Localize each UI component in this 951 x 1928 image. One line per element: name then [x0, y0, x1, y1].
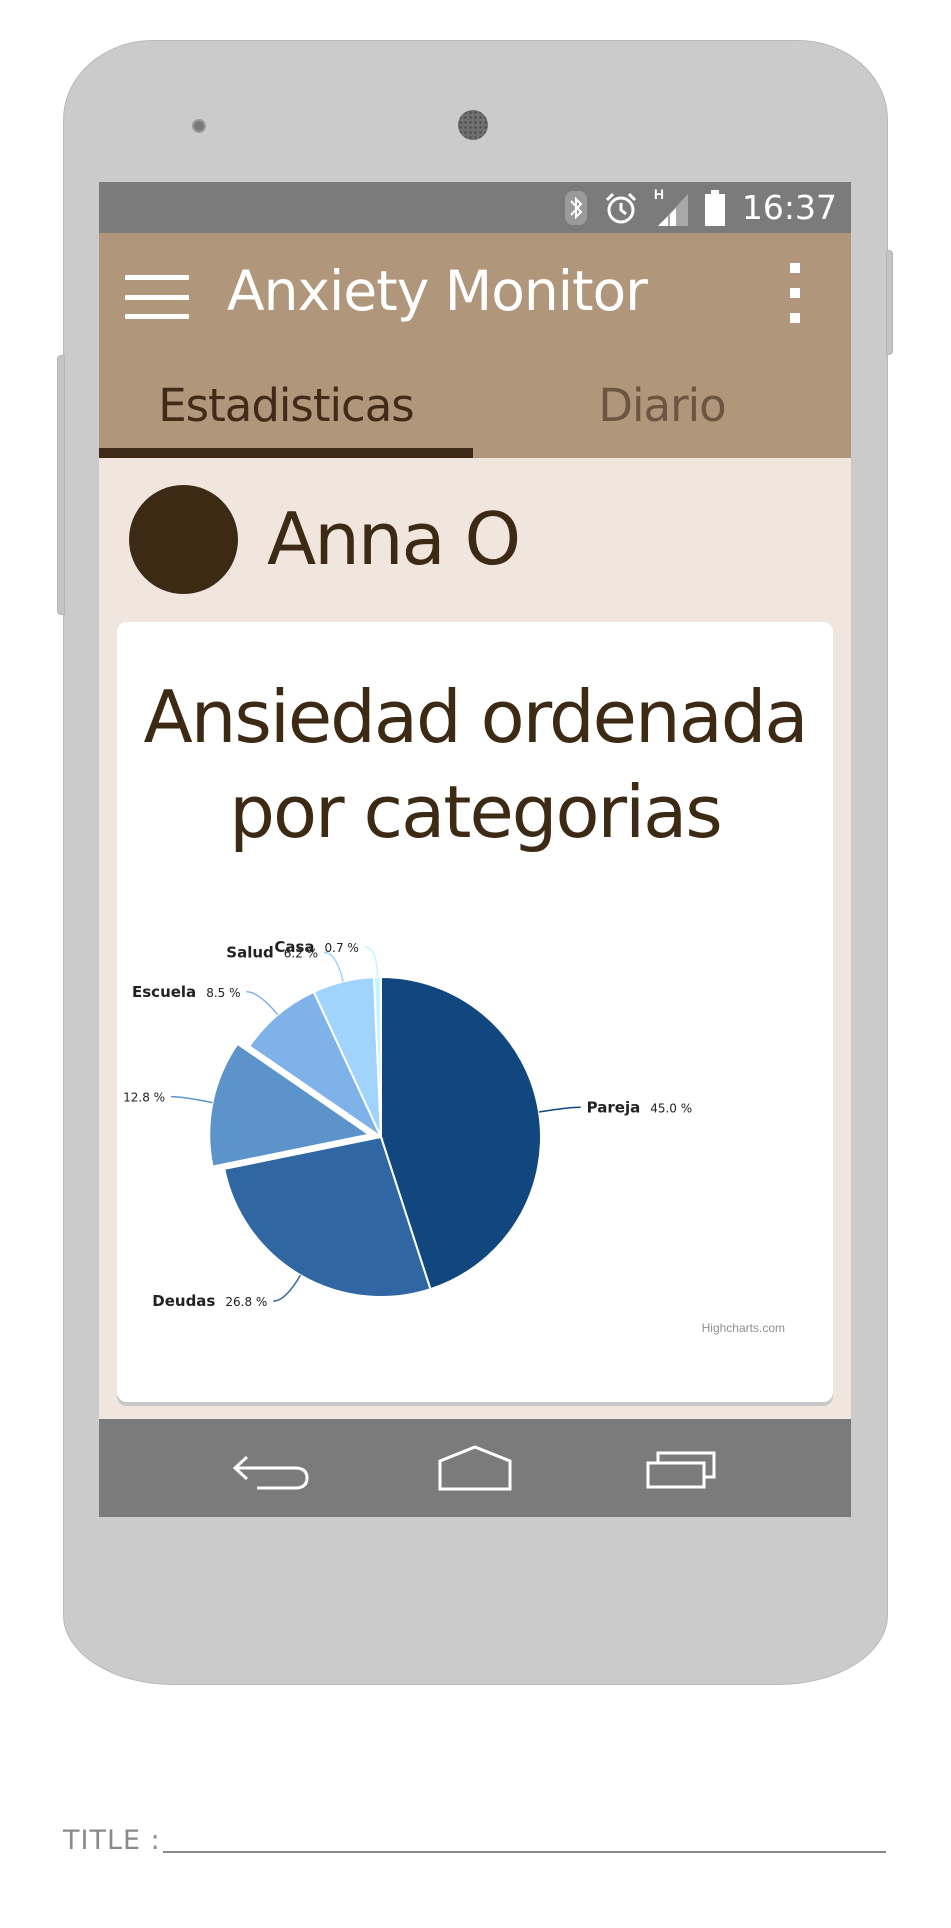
status-icons: H 16:37 [564, 182, 837, 233]
profile-name: Anna O [267, 497, 521, 581]
overflow-menu-icon[interactable] [785, 263, 805, 323]
footer-title-label: TITLE : [63, 1825, 161, 1856]
hamburger-menu-icon[interactable] [125, 275, 189, 319]
tab-diario[interactable]: Diario [598, 379, 726, 432]
chart-title-line-2: por categorias [229, 770, 722, 854]
earpiece-speaker [458, 110, 488, 140]
pie-connector-salud [323, 951, 344, 982]
signal-indicator: H [654, 186, 688, 226]
recents-icon[interactable] [636, 1439, 726, 1499]
pie-connector-escuela [246, 991, 279, 1016]
network-type-label: H [653, 185, 665, 202]
chart-title-line-1: Ansiedad ordenada [143, 675, 808, 759]
pie-slice-coche[interactable] [208, 1042, 372, 1168]
bluetooth-icon [564, 190, 587, 225]
pie-slice-pareja[interactable] [380, 975, 542, 1291]
proximity-sensor [192, 119, 206, 133]
pie-connector-pareja [538, 1106, 581, 1113]
status-time: 16:37 [741, 188, 837, 227]
navigation-bar [99, 1419, 851, 1517]
phone-screen: H 16:37 Anxiety Monitor Estadisticas Dia… [99, 182, 851, 1517]
home-icon[interactable] [430, 1439, 520, 1499]
pie-connector-deudas [273, 1274, 302, 1302]
power-button [886, 250, 893, 355]
app-bar: Anxiety Monitor Estadisticas Diario [99, 233, 851, 458]
chart-title: Ansiedad ordenada por categorias [117, 670, 833, 860]
footer-title-line[interactable] [163, 1851, 886, 1853]
battery-icon [704, 189, 725, 226]
tab-indicator [99, 448, 473, 458]
back-icon[interactable] [227, 1439, 317, 1499]
tab-estadisticas[interactable]: Estadisticas [158, 379, 415, 432]
app-title: Anxiety Monitor [227, 259, 648, 323]
signal-icon [657, 193, 688, 226]
pie-slice-escuela[interactable] [247, 990, 384, 1140]
chart-credits[interactable]: Highcharts.com [702, 1321, 785, 1335]
pie-label-coche: Coche12.8 % [117, 1088, 165, 1106]
pie-connector-casa [364, 946, 379, 978]
pie-slice-casa[interactable] [372, 975, 382, 1138]
pie-connector-coche [171, 1095, 213, 1104]
alarm-icon [605, 192, 636, 223]
volume-button [57, 355, 65, 615]
avatar[interactable] [129, 485, 238, 594]
status-bar: H 16:37 [99, 182, 851, 233]
